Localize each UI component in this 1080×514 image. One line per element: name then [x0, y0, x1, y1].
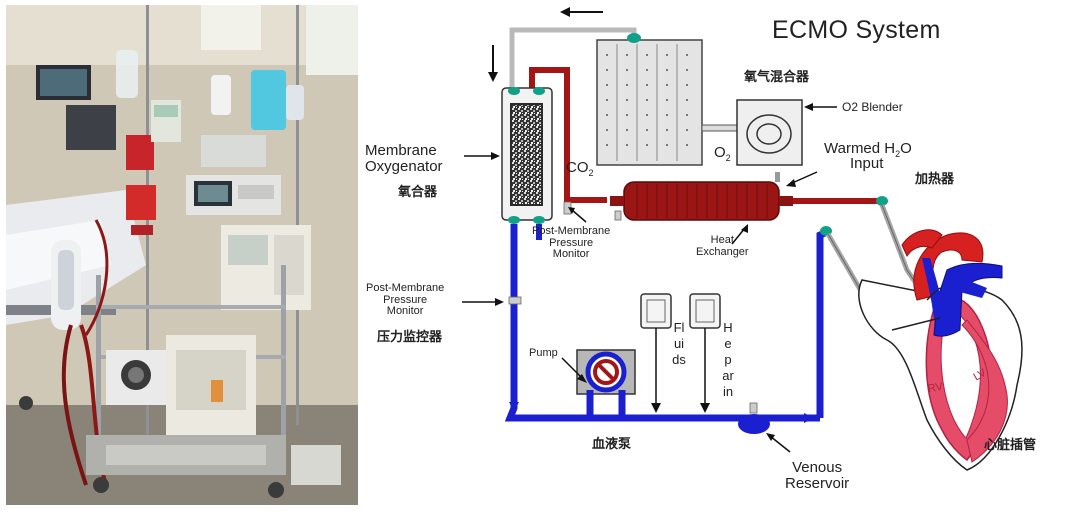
heat-exchanger-label: Heat Exchanger: [696, 234, 749, 258]
diagram-title: ECMO System: [772, 16, 941, 44]
ecmo-photo-illustration: [6, 5, 358, 505]
membrane-oxygenator-label-zh: 氧合器: [398, 184, 438, 199]
warmed-input-label: Input: [850, 155, 884, 172]
ecmo-circuit-drawing: [462, 7, 1023, 471]
heparin-bag: [689, 293, 721, 329]
heater-label-zh: 加热器: [915, 171, 955, 186]
heart-illustration: [858, 229, 1023, 471]
pump-label-zh: 血液泵: [592, 436, 632, 451]
flow-arrow-down-icon: [488, 72, 498, 82]
pressure-monitor-label-zh: 压力监控器: [377, 329, 443, 344]
o2-label: O2: [714, 144, 731, 163]
venous-reservoir-label: Venous Reservoir: [785, 459, 850, 492]
flow-arrow-left-icon: [560, 7, 570, 17]
ecmo-machine-photo: [6, 5, 358, 505]
gas-flowmeter: [596, 39, 703, 166]
warmed-h2o-label: Warmed H2O: [824, 140, 912, 159]
membrane-oxygenator-label: Membrane Oxygenator: [365, 142, 443, 175]
venous-reservoir: [738, 414, 770, 434]
venous-line: [504, 224, 820, 422]
fluids-label: Fluids: [672, 320, 686, 367]
o2-blender-label: O2 Blender: [842, 100, 903, 114]
post-membrane-monitor-right-label: Post-Membrane Pressure Monitor: [532, 225, 611, 261]
heparin-label: Heparin: [722, 320, 734, 399]
fluids-bag: [640, 293, 672, 329]
co2-label: CO2: [566, 159, 594, 178]
o2-blender-label-zh: 氧气混合器: [744, 69, 810, 84]
cannula-label-zh: 心脏插管: [984, 437, 1037, 452]
post-membrane-monitor-left-label: Post-Membrane Pressure Monitor: [366, 282, 445, 318]
pump-label: Pump: [529, 347, 558, 359]
ecmo-schematic: ECMO System Membrane Oxygenator 氧合器 CO2 …: [362, 0, 1076, 514]
